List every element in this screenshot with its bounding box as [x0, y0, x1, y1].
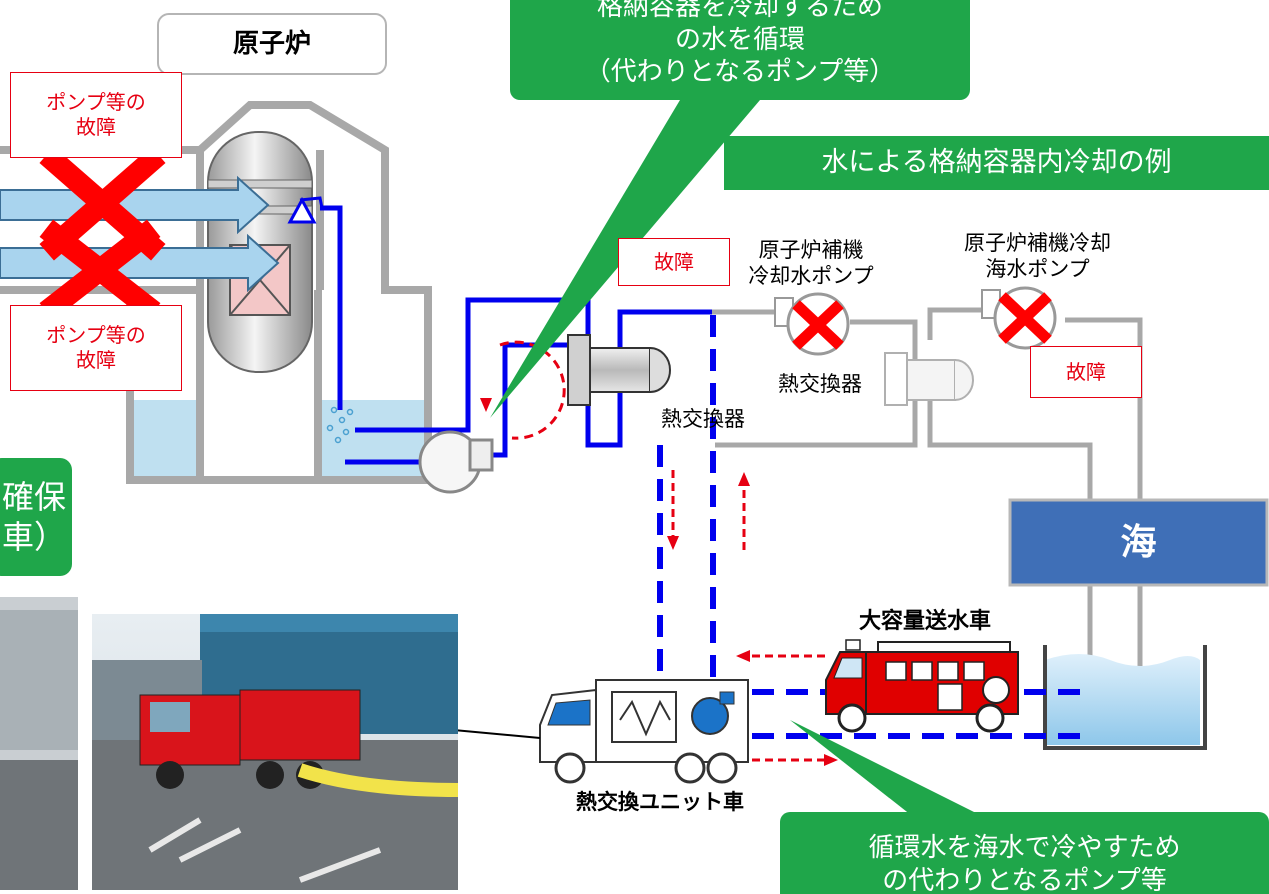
- pump-failure-x: [792, 292, 1052, 350]
- callout-bottom-tail: [790, 720, 1010, 830]
- failure-label-1: 故障: [618, 238, 730, 286]
- large-capacity-pump-truck: [825, 639, 1019, 733]
- pump-truck-label: 大容量送水車: [858, 609, 991, 635]
- callout-top: 格納容器を冷却するため の水を循環 （代わりとなるポンプ等）: [510, 0, 970, 100]
- sea-label: 海: [1120, 522, 1157, 563]
- temp-hose-lines: [657, 315, 1085, 739]
- pump-failure-label-top: ポンプ等の 故障: [10, 72, 182, 158]
- aux-cooling-pump-label: 原子炉補機 冷却水ポンプ: [748, 237, 874, 288]
- suppression-pool-left: [134, 400, 196, 476]
- aux-seawater-pump-label: 原子炉補機冷却 海水ポンプ: [964, 230, 1111, 281]
- callout-bottom: 循環水を海水で冷やすため の代わりとなるポンプ等: [780, 812, 1269, 894]
- pump-truck-photo: [92, 614, 459, 890]
- left-partial-box: 確保 車）: [0, 458, 72, 576]
- example-banner: 水による格納容器内冷却の例: [724, 136, 1269, 190]
- heat-exchanger-2: [884, 352, 974, 406]
- heat-exchanger-1-label: 熱交換器: [661, 406, 745, 431]
- circulation-indicator: [480, 340, 566, 440]
- partial-photo-left: [0, 597, 78, 890]
- heat-exchanger-unit-truck: [539, 679, 749, 784]
- pump-failure-label-bottom: ポンプ等の 故障: [10, 305, 182, 391]
- hx-unit-truck-label: 熱交換ユニット車: [576, 789, 744, 814]
- aux-cooling-lines: [712, 307, 1143, 720]
- failure-x-marks: [39, 146, 166, 321]
- heat-exchanger-2-label: 熱交換器: [778, 371, 862, 396]
- sea-box: [1008, 498, 1269, 587]
- spray-nozzle: [287, 196, 324, 224]
- seawater-pit: [1043, 645, 1207, 750]
- reactor-title: 原子炉: [157, 13, 387, 75]
- bubbles: [326, 406, 354, 444]
- flow-direction-arrows: [667, 470, 838, 766]
- circulation-pump: [418, 430, 494, 494]
- failure-label-2: 故障: [1030, 346, 1142, 398]
- heat-exchanger-1: [567, 334, 671, 406]
